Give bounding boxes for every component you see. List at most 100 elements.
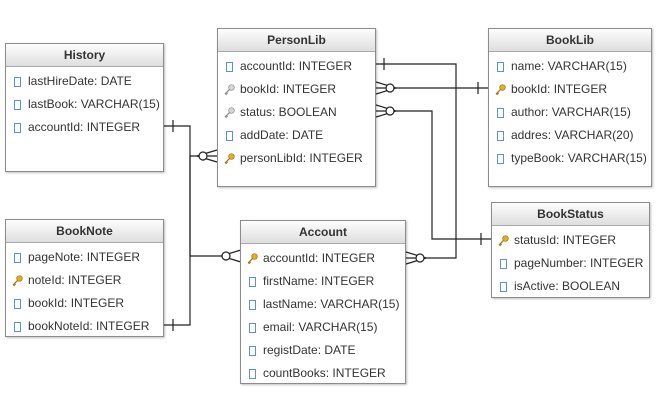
field-row[interactable]: statusId: INTEGER	[492, 229, 649, 252]
entity-title: Account	[241, 221, 405, 244]
field-label: bookId: INTEGER	[511, 82, 608, 96]
entity-history[interactable]: History lastHireDate: DATE lastBook: VARCH…	[5, 43, 164, 172]
column-icon	[247, 345, 258, 357]
entity-bookstatus[interactable]: BookStatus statusId: INTEGER pageNumber: I…	[491, 202, 650, 298]
field-list: accountId: INTEGER bookId: INTEGER status:…	[218, 52, 375, 170]
field-row[interactable]: countBooks: INTEGER	[241, 362, 405, 385]
entity-account[interactable]: Account accountId: INTEGER firstName: INTE…	[240, 220, 406, 384]
field-label: addDate: DATE	[240, 128, 324, 142]
field-label: noteId: INTEGER	[28, 273, 122, 287]
field-label: status: BOOLEAN	[240, 105, 337, 119]
column-icon	[12, 298, 23, 310]
field-row[interactable]: accountId: INTEGER	[241, 247, 405, 270]
field-row[interactable]: author: VARCHAR(15)	[489, 101, 651, 124]
foreign-key-icon	[224, 106, 235, 119]
rel-personlib-bookstatus	[375, 104, 491, 245]
column-icon	[12, 76, 23, 88]
field-row[interactable]: lastName: VARCHAR(15)	[241, 293, 405, 316]
field-row[interactable]: lastHireDate: DATE	[6, 70, 163, 93]
field-label: registDate: DATE	[263, 343, 356, 357]
field-row[interactable]: bookId: INTEGER	[6, 292, 163, 315]
field-row[interactable]: bookNoteId: INTEGER	[6, 315, 163, 338]
field-row[interactable]: email: VARCHAR(15)	[241, 316, 405, 339]
entity-title: History	[6, 44, 163, 67]
field-row[interactable]: status: BOOLEAN	[218, 101, 375, 124]
field-row[interactable]: registDate: DATE	[241, 339, 405, 362]
field-list: statusId: INTEGER pageNumber: INTEGER isAc…	[492, 226, 649, 298]
column-icon	[12, 122, 23, 134]
column-icon	[247, 368, 258, 380]
entity-booklib[interactable]: BookLib name: VARCHAR(15) bookId: INTEGER a…	[488, 28, 652, 187]
rel-personlib-account	[376, 58, 457, 265]
field-label: author: VARCHAR(15)	[511, 105, 631, 119]
entity-title: BookLib	[489, 29, 651, 52]
field-label: pageNumber: INTEGER	[514, 256, 644, 270]
field-list: name: VARCHAR(15) bookId: INTEGER author: …	[489, 52, 651, 170]
field-row[interactable]: isActive: BOOLEAN	[492, 275, 649, 298]
field-label: addres: VARCHAR(20)	[511, 128, 634, 142]
primary-key-icon	[495, 83, 506, 96]
field-list: accountId: INTEGER firstName: INTEGER last…	[241, 244, 405, 385]
field-label: accountId: INTEGER	[28, 120, 141, 134]
field-label: countBooks: INTEGER	[263, 366, 386, 380]
primary-key-icon	[498, 234, 509, 247]
field-list: lastHireDate: DATE lastBook: VARCHAR(15) a…	[6, 67, 163, 139]
field-label: lastBook: VARCHAR(15)	[28, 97, 160, 111]
rel-personlib-booklib	[375, 81, 488, 95]
column-icon	[495, 61, 506, 73]
column-icon	[247, 322, 258, 334]
field-label: firstName: INTEGER	[263, 274, 375, 288]
field-row[interactable]: bookId: INTEGER	[218, 78, 375, 101]
field-row[interactable]: lastBook: VARCHAR(15)	[6, 93, 163, 116]
column-icon	[247, 299, 258, 311]
field-row[interactable]: addDate: DATE	[218, 124, 375, 147]
column-icon	[495, 153, 506, 165]
field-label: pageNote: INTEGER	[28, 250, 141, 264]
entity-booknote[interactable]: BookNote pageNote: INTEGER noteId: INTEGER…	[5, 219, 164, 337]
column-icon	[224, 130, 235, 142]
field-row[interactable]: accountId: INTEGER	[6, 116, 163, 139]
field-row[interactable]: firstName: INTEGER	[241, 270, 405, 293]
field-label: isActive: BOOLEAN	[514, 279, 621, 293]
field-label: accountId: INTEGER	[263, 251, 376, 265]
field-label: typeBook: VARCHAR(15)	[511, 151, 647, 165]
field-label: personLibId: INTEGER	[240, 151, 363, 165]
column-icon	[495, 130, 506, 142]
field-row[interactable]: pageNumber: INTEGER	[492, 252, 649, 275]
field-list: pageNote: INTEGER noteId: INTEGER bookId: …	[6, 243, 163, 338]
field-label: accountId: INTEGER	[240, 59, 353, 73]
field-row[interactable]: noteId: INTEGER	[6, 269, 163, 292]
field-label: lastHireDate: DATE	[28, 74, 132, 88]
field-row[interactable]: personLibId: INTEGER	[218, 147, 375, 170]
field-label: statusId: INTEGER	[514, 233, 617, 247]
entity-personlib[interactable]: PersonLib accountId: INTEGER bookId: INTEG…	[217, 28, 376, 187]
field-row[interactable]: addres: VARCHAR(20)	[489, 124, 651, 147]
field-label: lastName: VARCHAR(15)	[263, 297, 400, 311]
column-icon	[498, 258, 509, 270]
column-icon	[247, 276, 258, 288]
field-label: email: VARCHAR(15)	[263, 320, 378, 334]
primary-key-icon	[12, 274, 23, 287]
rel-booknote-personlib	[163, 149, 218, 331]
column-icon	[498, 281, 509, 293]
field-row[interactable]: pageNote: INTEGER	[6, 246, 163, 269]
column-icon	[12, 99, 23, 111]
entity-title: BookStatus	[492, 203, 649, 226]
column-icon	[495, 107, 506, 119]
entity-title: PersonLib	[218, 29, 375, 52]
field-row[interactable]: name: VARCHAR(15)	[489, 55, 651, 78]
foreign-key-icon	[224, 83, 235, 96]
column-icon	[224, 61, 235, 73]
field-row[interactable]: bookId: INTEGER	[489, 78, 651, 101]
primary-key-icon	[224, 152, 235, 165]
field-row[interactable]: typeBook: VARCHAR(15)	[489, 147, 651, 170]
entity-title: BookNote	[6, 220, 163, 243]
field-label: bookId: INTEGER	[240, 82, 337, 96]
field-row[interactable]: accountId: INTEGER	[218, 55, 375, 78]
column-icon	[12, 252, 23, 264]
field-label: bookNoteId: INTEGER	[28, 319, 150, 333]
primary-key-icon	[247, 252, 258, 265]
field-label: name: VARCHAR(15)	[511, 59, 627, 73]
column-icon	[12, 321, 23, 333]
